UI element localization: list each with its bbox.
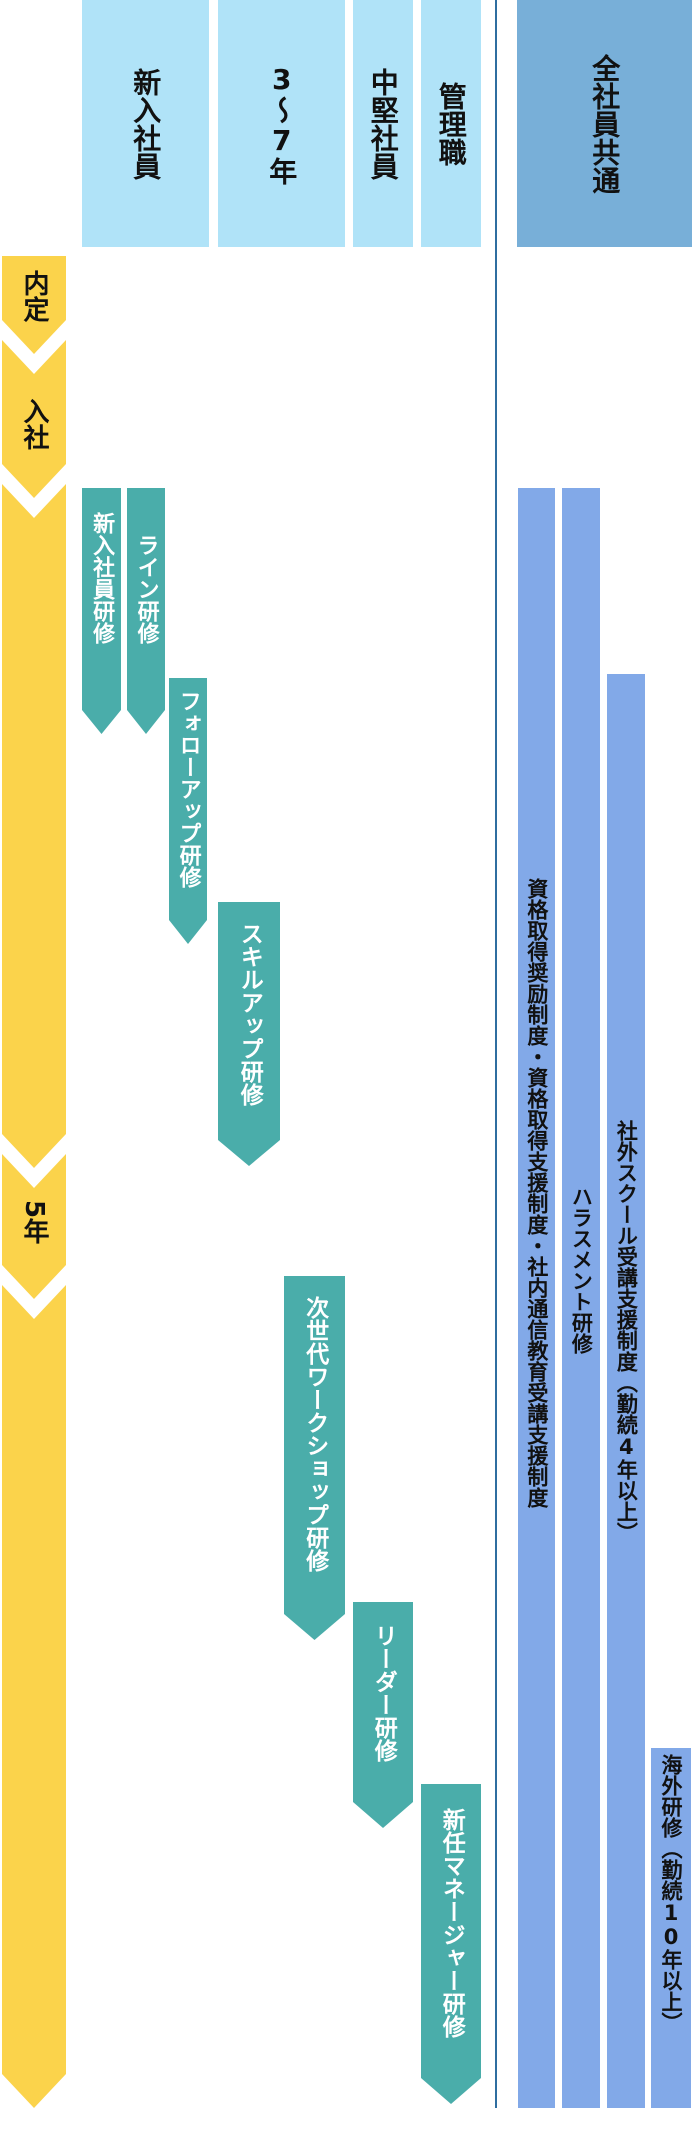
program-p4: スキルアップ研修 [218, 902, 280, 1106]
bar-shape-c4 [651, 1748, 691, 2108]
timeline-five: 5年 [2, 1200, 66, 1244]
common-c4-label: 海外研修（勤続10年以上） [659, 1754, 684, 2033]
program-p4-label: スキルアップ研修 [236, 922, 263, 1106]
header-manager: 管理職 [421, 0, 481, 247]
bar-shape-p3 [169, 678, 207, 944]
header-mid: 3〜7年 [218, 0, 345, 247]
bar-shape-p2 [127, 488, 165, 734]
program-p5: 次世代ワークショップ研修 [284, 1276, 345, 1572]
header-common-label: 全社員共通 [588, 53, 622, 194]
bar-shape-p1 [82, 488, 121, 734]
program-p3: フォローアップ研修 [169, 678, 207, 888]
common-c2-label: ハラスメント研修 [569, 1186, 594, 1354]
timeline-segment-late [2, 1285, 66, 2108]
program-p6-label: リーダー研修 [370, 1624, 397, 1762]
header-bg-manager [421, 0, 481, 247]
program-p2: ライン研修 [127, 488, 165, 644]
program-p1-label: 新入社員研修 [89, 512, 115, 644]
common-c3: 社外スクール受講支援制度（勤続4年以上） [607, 674, 645, 1543]
bar-shape-c3 [607, 674, 645, 2108]
program-p1: 新入社員研修 [82, 488, 121, 644]
header-new: 新入社員 [82, 0, 209, 247]
header-new-label: 新入社員 [129, 67, 163, 180]
header-mid-label: 3〜7年 [265, 62, 299, 185]
program-p7: 新任マネージャー研修 [421, 1784, 481, 2038]
common-c1: 資格取得奨励制度・資格取得支援制度・社内通信教育受講支援制度 [518, 488, 555, 1508]
timeline-naitei-label: 内定 [19, 270, 49, 322]
header-bg-common [517, 0, 692, 247]
common-c1-label: 資格取得奨励制度・資格取得支援制度・社内通信教育受講支援制度 [524, 878, 549, 1508]
program-p2-label: ライン研修 [133, 534, 159, 644]
timeline-segment-nyusha [2, 340, 66, 498]
timeline-nyusha: 入社 [2, 398, 66, 450]
common-c3-label: 社外スクール受講支援制度（勤続4年以上） [614, 1120, 639, 1543]
header-common: 全社員共通 [517, 0, 692, 247]
program-p6: リーダー研修 [353, 1602, 413, 1762]
header-manager-label: 管理職 [434, 81, 468, 166]
timeline-naitei: 内定 [2, 270, 66, 322]
bar-shape-p7 [421, 1784, 481, 2104]
program-p3-label: フォローアップ研修 [175, 690, 201, 888]
bar-shape-p6 [353, 1602, 413, 1828]
bar-shape-c1 [518, 488, 555, 2108]
bar-shape-c2 [562, 488, 600, 2108]
header-bg-senior [353, 0, 413, 247]
header-senior-label: 中堅社員 [366, 67, 400, 180]
timeline-segment-naitei [2, 256, 66, 354]
bar-shape-p5 [284, 1276, 345, 1640]
program-p5-label: 次世代ワークショップ研修 [301, 1296, 328, 1572]
common-c2: ハラスメント研修 [562, 488, 600, 1354]
program-p7-label: 新任マネージャー研修 [438, 1808, 465, 2038]
common-c4: 海外研修（勤続10年以上） [651, 1748, 691, 2033]
timeline-segment-five [2, 1154, 66, 1299]
bar-shape-p4 [218, 902, 280, 1166]
header-bg-mid [218, 0, 345, 247]
header-senior: 中堅社員 [353, 0, 413, 247]
timeline-five-label: 5年 [19, 1200, 49, 1245]
timeline-segment-early [2, 484, 66, 1168]
header-bg-new [82, 0, 209, 247]
timeline-nyusha-label: 入社 [19, 398, 49, 450]
